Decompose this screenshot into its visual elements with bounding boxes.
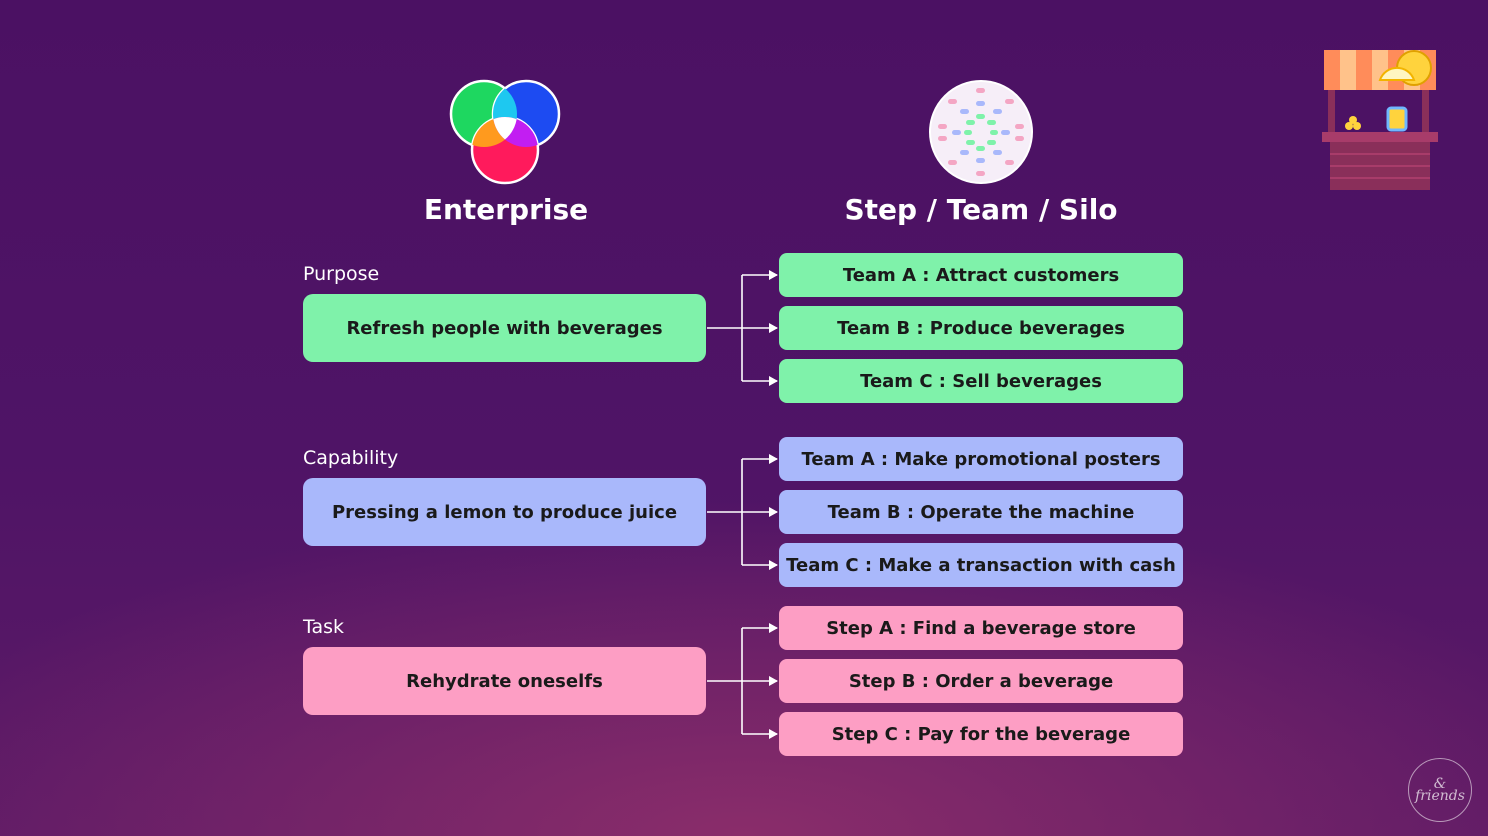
task-main-box: Rehydrate oneselfs — [303, 647, 706, 715]
friends-badge: & friends — [1408, 758, 1472, 822]
section-label-task: Task — [303, 616, 345, 638]
task-item-step-b: Step B : Order a beverage — [779, 659, 1183, 703]
purpose-item-team-a: Team A : Attract customers — [779, 253, 1183, 297]
capability-item-team-b: Team B : Operate the machine — [779, 490, 1183, 534]
badge-text: friends — [1415, 788, 1465, 804]
badge-ampersand: & — [1433, 776, 1447, 792]
task-item-step-a: Step A : Find a beverage store — [779, 606, 1183, 650]
purpose-main-box: Refresh people with beverages — [303, 294, 706, 362]
purpose-item-team-c: Team C : Sell beverages — [779, 359, 1183, 403]
section-label-capability: Capability — [303, 447, 399, 469]
task-item-step-c: Step C : Pay for the beverage — [779, 712, 1183, 756]
silo-network-icon — [929, 80, 1033, 184]
enterprise-heading: Enterprise — [423, 193, 589, 226]
capability-item-team-a: Team A : Make promotional posters — [779, 437, 1183, 481]
step-team-silo-heading: Step / Team / Silo — [844, 193, 1118, 226]
venn-diagram-icon — [449, 79, 561, 185]
lemonade-stand-icon — [1322, 50, 1438, 190]
capability-main-box: Pressing a lemon to produce juice — [303, 478, 706, 546]
section-label-purpose: Purpose — [303, 263, 380, 285]
capability-item-team-c: Team C : Make a transaction with cash — [779, 543, 1183, 587]
purpose-item-team-b: Team B : Produce beverages — [779, 306, 1183, 350]
